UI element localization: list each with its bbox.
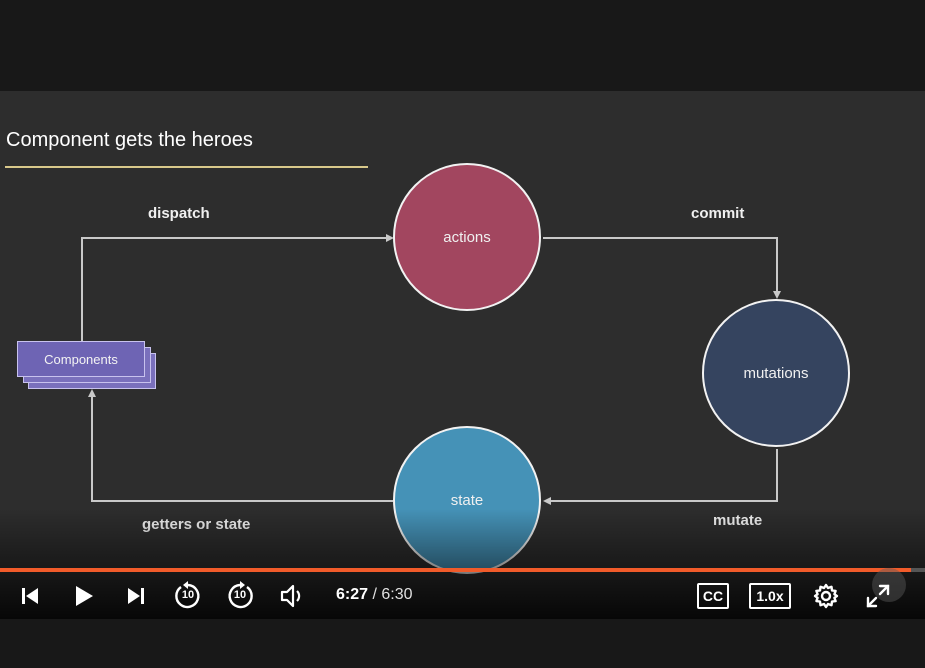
volume-icon [279,583,305,609]
next-button[interactable] [120,572,152,619]
time-separator: / [372,586,377,603]
player-controls: 10 10 6:27 / 6:30 [0,572,925,619]
progress-fill [0,568,912,572]
components-node-label: Components [44,351,118,367]
dispatch-label: dispatch [148,205,210,222]
volume-button[interactable] [276,572,308,619]
getters-label: getters or state [142,516,251,533]
speed-button[interactable]: 1.0x [748,572,792,619]
speed-label: 1.0x [749,582,791,609]
components-node: Components [17,341,145,377]
mutate-arrow [543,449,778,505]
mutations-node-label: mutations [743,364,809,382]
forward-10-button[interactable]: 10 [222,572,258,619]
settings-icon [812,582,840,610]
previous-icon [20,586,40,606]
time-display: 6:27 / 6:30 [336,586,413,604]
captions-button[interactable]: CC [696,572,730,619]
play-icon [71,584,95,608]
commit-arrow [543,237,781,299]
video-frame[interactable]: Component gets the heroes dispatch commi… [0,91,925,619]
play-button[interactable] [66,572,100,619]
actions-node: actions [393,163,541,311]
forward-10-label: 10 [233,588,247,601]
fullscreen-button[interactable] [862,572,894,619]
previous-button[interactable] [14,572,46,619]
diagram-arrows [81,234,781,505]
rewind-10-button[interactable]: 10 [170,572,206,619]
commit-label: commit [691,205,745,222]
getters-arrow [88,389,393,502]
forward-10-icon: 10 [225,580,255,611]
title-underline [5,166,368,168]
mutations-node: mutations [702,299,850,447]
state-node: state [393,426,541,574]
state-node-label: state [450,491,484,509]
captions-label: CC [697,582,729,609]
rewind-10-label: 10 [181,588,195,601]
dispatch-arrow [81,234,394,341]
slide-title: Component gets the heroes [6,129,253,151]
rewind-10-icon: 10 [173,580,203,611]
mutate-label: mutate [713,512,763,529]
duration: 6:30 [381,586,413,603]
actions-node-label: actions [443,228,491,246]
fullscreen-icon [865,583,891,609]
progress-bar[interactable] [0,568,925,572]
settings-button[interactable] [810,572,842,619]
next-icon [126,586,146,606]
current-time: 6:27 [336,586,369,603]
